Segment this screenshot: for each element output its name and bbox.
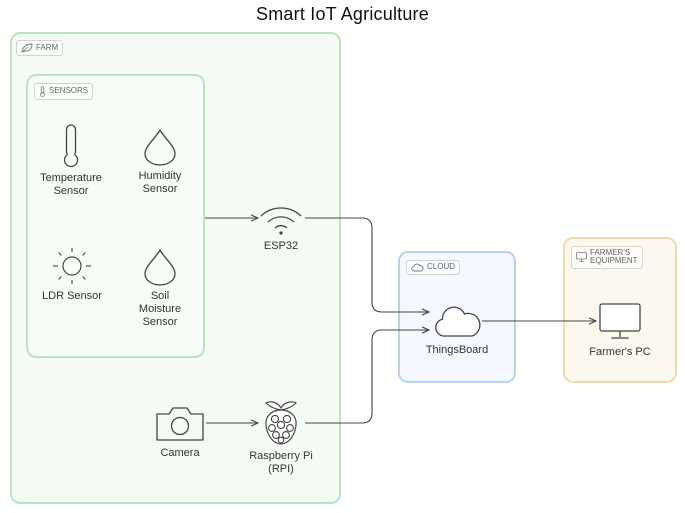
monitor-small-icon: [576, 252, 587, 263]
camera-icon: [156, 407, 204, 441]
humidity-label-2: Sensor: [142, 182, 178, 195]
raspberry-label-2: (RPI): [268, 462, 294, 475]
cloud-icon: [435, 306, 481, 337]
cloud-small-icon: [411, 263, 424, 272]
cloud-tag-label: CLOUD: [427, 262, 456, 272]
droplet-icon: [144, 128, 176, 166]
edge-esp32-to-thingsboard: [305, 217, 429, 312]
droplet-icon: [144, 248, 176, 286]
farmer-pc-node: Farmer's PC: [582, 302, 658, 359]
soil-label-1: Soil: [150, 290, 170, 302]
thermometer-icon: [63, 124, 79, 168]
edge-raspberry-to-thingsboard: [305, 330, 429, 424]
thingsboard-node: ThingsBoard: [417, 302, 497, 357]
esp32-node: ESP32: [247, 202, 315, 253]
sensors-tag: SENSORS: [34, 83, 94, 100]
leaf-icon: [21, 43, 33, 53]
raspberry-pi-icon: [265, 401, 297, 445]
ldr-sensor-node: LDR Sensor: [30, 246, 114, 303]
monitor-icon: [599, 303, 641, 339]
sensors-tag-label: SENSORS: [49, 86, 89, 96]
wifi-icon: [260, 207, 302, 235]
humidity-label-1: Humidity: [138, 170, 182, 182]
temperature-label-1: Temperature: [40, 172, 102, 184]
soil-label-3: Sensor: [142, 315, 178, 328]
camera-label: Camera: [160, 447, 200, 459]
thingsboard-label: ThingsBoard: [425, 344, 489, 356]
cloud-tag: CLOUD: [406, 260, 461, 275]
camera-node: Camera: [145, 405, 215, 460]
equipment-tag-line-1: FARMER'S: [590, 248, 631, 257]
temperature-label-2: Sensor: [53, 184, 89, 197]
temperature-sensor-node: Temperature Sensor: [32, 124, 110, 198]
diagram-title: Smart IoT Agriculture: [256, 4, 429, 24]
farm-tag: FARM: [16, 40, 64, 56]
esp32-label: ESP32: [263, 240, 299, 252]
farm-tag-label: FARM: [36, 42, 59, 52]
equipment-tag-line-2: EQUIPMENT: [590, 256, 638, 266]
equipment-tag: FARMER'S EQUIPMENT: [571, 246, 643, 269]
ldr-label-1: LDR Sensor: [42, 290, 102, 302]
farmer-pc-label: Farmer's PC: [589, 346, 651, 358]
raspberry-label-1: Raspberry Pi: [249, 450, 313, 462]
soil-moisture-sensor-node: Soil Moisture Sensor: [124, 248, 196, 329]
soil-label-2: Moisture: [138, 302, 182, 315]
humidity-sensor-node: Humidity Sensor: [124, 128, 196, 196]
raspberry-pi-node: Raspberry Pi (RPI): [240, 398, 322, 476]
sun-icon: [53, 248, 91, 284]
sensors-group: [26, 74, 205, 358]
thermometer-small-icon: [40, 86, 45, 97]
